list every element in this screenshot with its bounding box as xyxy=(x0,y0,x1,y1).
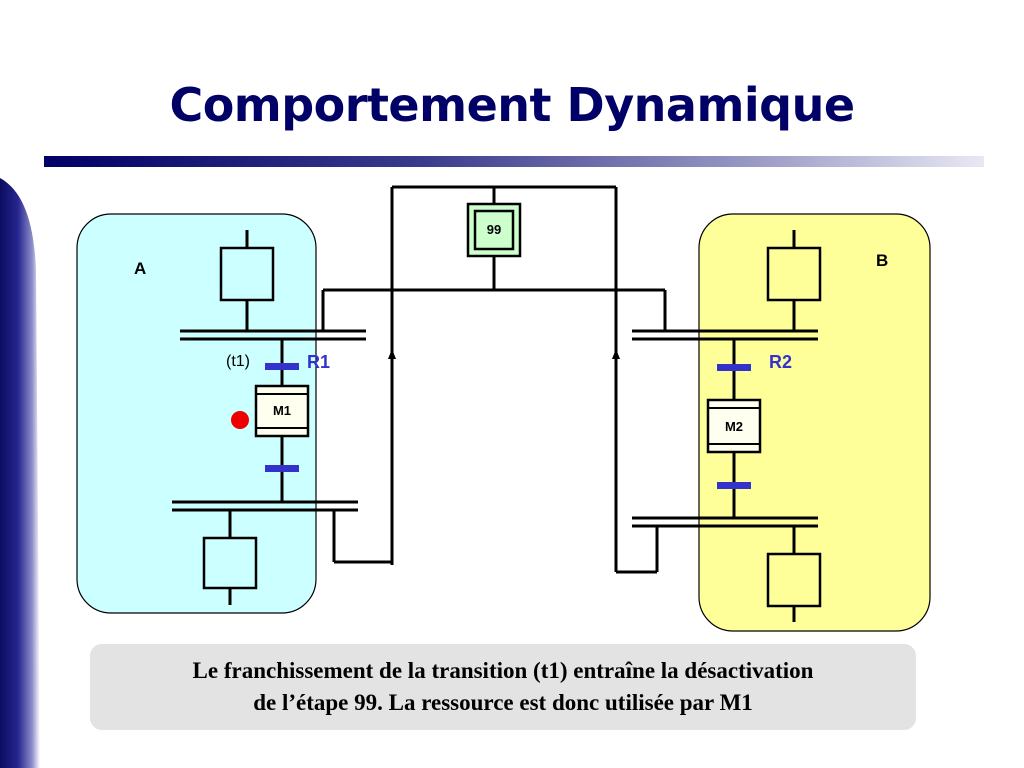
region-a-label: A xyxy=(134,259,146,278)
transition-m1-out-bar xyxy=(265,465,299,472)
edge-bar xyxy=(0,178,40,768)
caption-box: Le franchissement de la transition (t1) … xyxy=(90,644,916,730)
transition-m2-out-bar xyxy=(717,482,751,489)
step-a-top xyxy=(219,246,275,302)
region-b-label: B xyxy=(876,251,888,270)
step-b-bottom xyxy=(766,552,822,608)
page-title: Comportement Dynamique xyxy=(169,78,855,132)
region-a xyxy=(76,213,317,614)
resource-links xyxy=(321,185,667,574)
transition-r2-bar xyxy=(717,364,751,371)
step-b-top xyxy=(766,246,822,302)
transition-t1-label: (t1) xyxy=(226,353,250,370)
step-a-bottom xyxy=(202,536,258,590)
step-99: 99 xyxy=(466,202,522,258)
receptivity-r2-label: R2 xyxy=(769,352,792,372)
title-rule xyxy=(44,156,984,167)
arrow-up-a xyxy=(388,349,396,359)
step-m2: M2 xyxy=(706,398,762,454)
caption-line-1: Le franchissement de la transition (t1) … xyxy=(192,658,814,683)
caption-line-2: de l’étape 99. La ressource est donc uti… xyxy=(253,690,753,715)
receptivity-r1-label: R1 xyxy=(307,352,330,372)
transition-t1-bar xyxy=(265,363,299,370)
token-m1 xyxy=(231,411,249,429)
arrow-up-b xyxy=(612,349,620,359)
step-m2-label: M2 xyxy=(725,419,743,434)
step-m1-label: M1 xyxy=(273,403,291,418)
step-m1: M1 xyxy=(254,384,310,438)
step-99-label: 99 xyxy=(487,222,501,237)
